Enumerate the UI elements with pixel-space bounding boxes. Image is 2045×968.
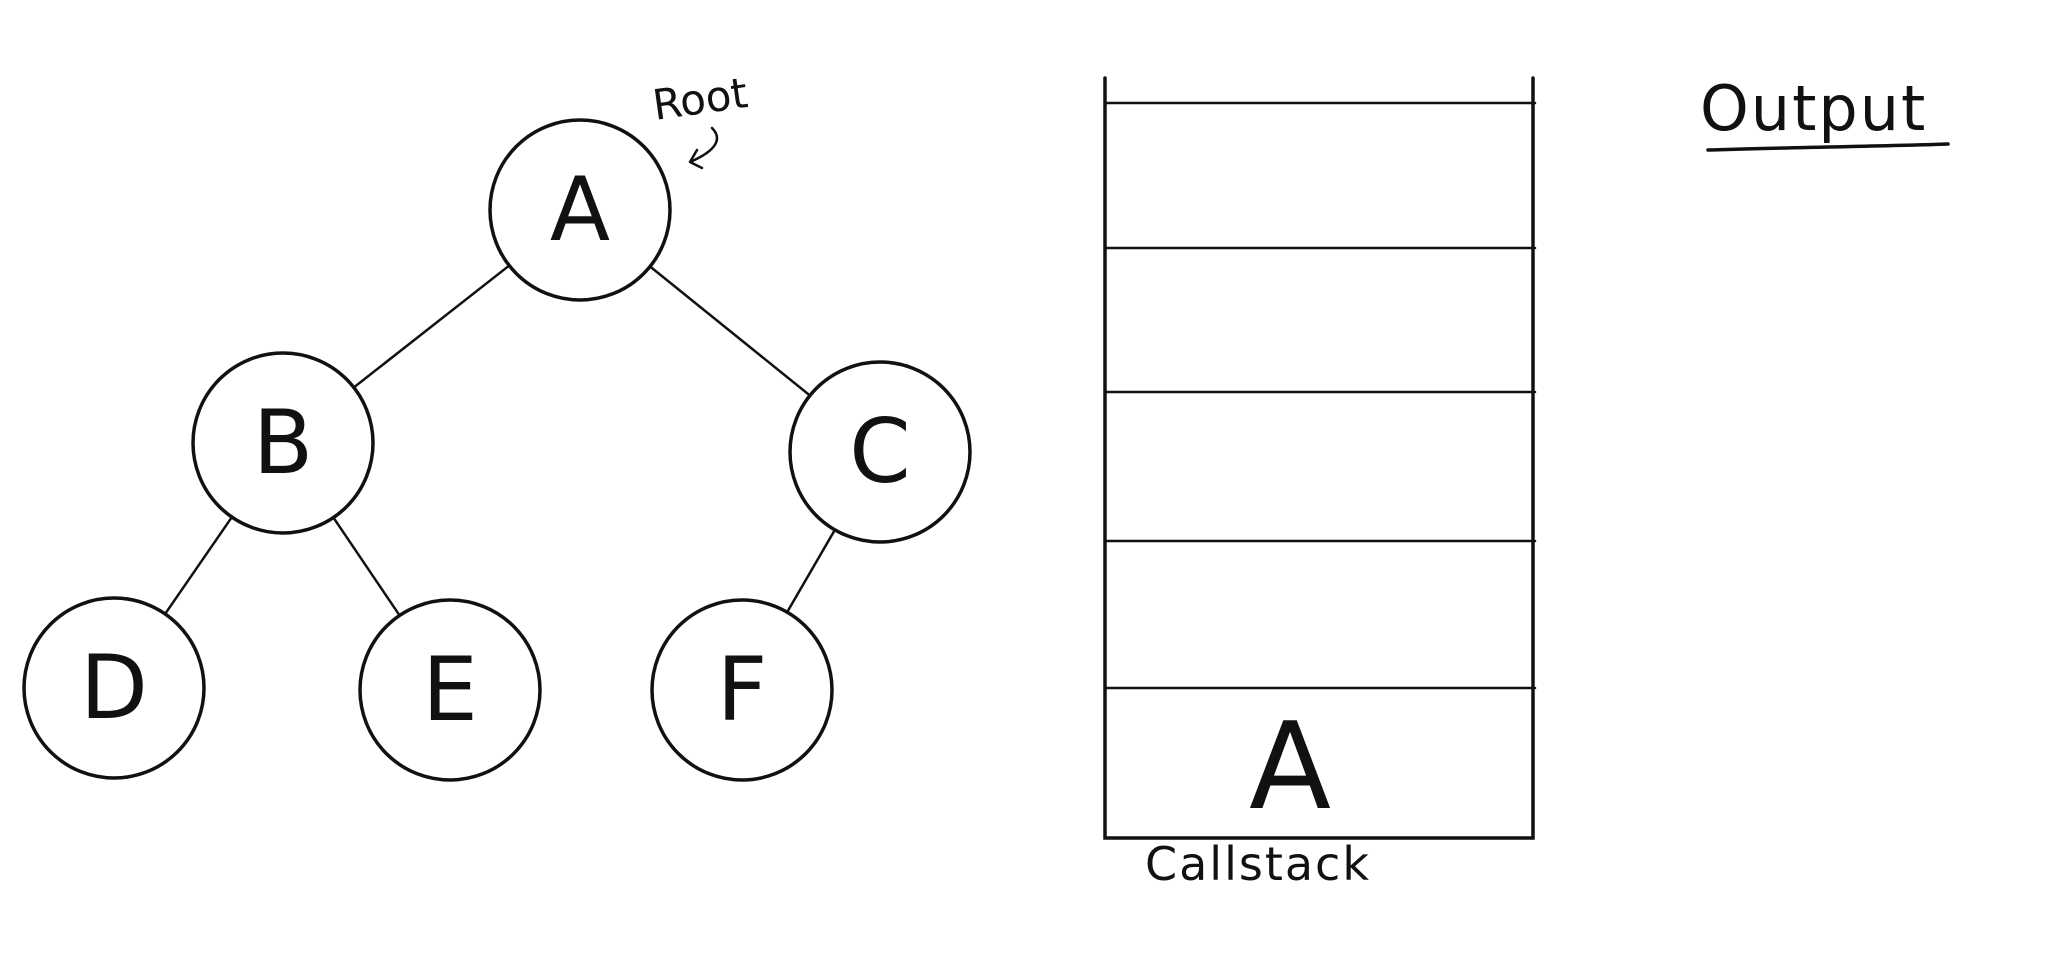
node-label: C (849, 400, 910, 503)
node-label: A (550, 158, 610, 261)
node-circle (191, 351, 375, 535)
tree-node-b: B (191, 351, 375, 535)
tree-node-c: C (788, 360, 972, 544)
node-circle (358, 598, 542, 782)
node-label: B (253, 391, 313, 494)
node-label: F (717, 638, 768, 741)
root-arrow-icon (688, 126, 719, 170)
output-underline (1706, 142, 1950, 152)
node-circle (22, 596, 206, 780)
node-label: D (80, 636, 148, 739)
callstack-frames: A (1249, 698, 1331, 837)
node-label: E (422, 638, 478, 741)
tree-edges (163, 264, 837, 617)
node-circle (788, 360, 972, 544)
edge-a-b (352, 264, 511, 389)
root-annotation: Root (650, 68, 751, 170)
callstack-slots (1103, 101, 1537, 690)
tree-node-d: D (22, 596, 206, 780)
tree-nodes: A B C D E F (22, 118, 972, 782)
tree-node-e: E (358, 598, 542, 782)
output-section: Output (1700, 72, 1950, 152)
callstack-label: Callstack (1145, 837, 1371, 891)
edge-c-f (785, 528, 837, 614)
tree-node-f: F (650, 598, 834, 782)
node-circle (650, 598, 834, 782)
edge-b-d (163, 515, 234, 616)
tree-node-a: A (488, 118, 672, 302)
output-title: Output (1700, 72, 1927, 145)
edge-a-c (648, 265, 812, 397)
callstack: A Callstack (1103, 76, 1537, 891)
callstack-frame: A (1249, 698, 1331, 837)
root-label: Root (650, 68, 751, 130)
node-circle (488, 118, 672, 302)
callstack-container (1103, 76, 1535, 840)
edge-b-e (332, 516, 401, 617)
